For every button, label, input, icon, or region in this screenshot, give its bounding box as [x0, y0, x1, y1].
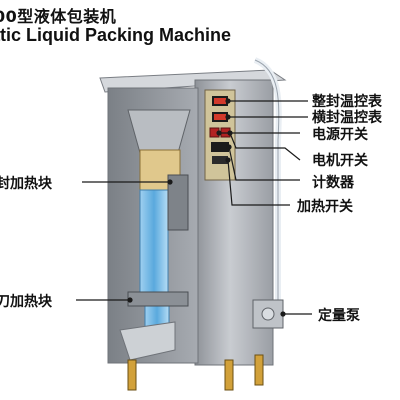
vertical-seal-thermometer-display — [214, 98, 226, 104]
label-horizontal-seal-thermometer: 横封温控表 — [312, 110, 382, 126]
horizontal-seal-thermometer-display — [214, 114, 226, 120]
title-english: atic Liquid Packing Machine — [0, 25, 232, 45]
label-dosing-pump: 定量泵 — [318, 308, 360, 324]
right-leg — [224, 359, 234, 391]
label-seal-heater-block: 封加热块 — [0, 176, 52, 192]
heating-switch — [212, 156, 228, 164]
left-leg — [127, 359, 137, 391]
title-chinese: 00型液体包装机 — [0, 7, 117, 26]
dosing-pump-knob — [261, 307, 275, 321]
output-chute — [119, 321, 176, 361]
counter — [211, 142, 229, 152]
label-motor-switch: 电机开关 — [312, 153, 368, 169]
right-leader-lines — [216, 98, 312, 317]
supply-pipe-outline — [254, 59, 280, 300]
machine-top-hood — [99, 69, 287, 93]
vertical-seal-heater — [167, 174, 189, 231]
label-vertical-seal-thermometer: 整封温控表 — [312, 94, 382, 110]
label-counter: 计数器 — [312, 175, 354, 191]
label-power-switch: 电源开关 — [312, 127, 368, 143]
liquid-bag — [139, 189, 169, 301]
left-leader-lines — [76, 179, 173, 303]
horizontal-cutter-heater — [127, 291, 189, 307]
label-cutter-heater-block: 刀加热块 — [0, 294, 52, 310]
back-leg — [254, 354, 264, 386]
label-heating-switch: 加热开关 — [297, 199, 353, 215]
dosing-pump — [252, 299, 284, 329]
